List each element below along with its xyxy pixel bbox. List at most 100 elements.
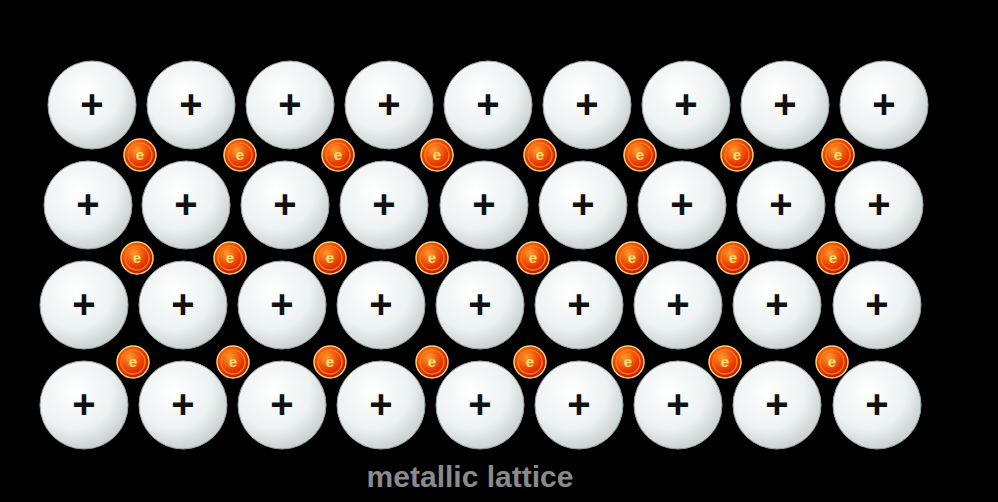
charge-sign: + <box>273 184 296 224</box>
metal-ion: + <box>637 160 727 250</box>
charge-sign: + <box>72 284 95 324</box>
metal-ion: + <box>534 260 624 350</box>
metal-ion: + <box>832 360 922 450</box>
free-electron: e <box>821 138 855 172</box>
electron-label: e <box>428 354 436 369</box>
metal-ion: + <box>146 60 236 150</box>
metal-ion: + <box>435 260 525 350</box>
charge-sign: + <box>567 384 590 424</box>
charge-sign: + <box>867 184 890 224</box>
charge-sign: + <box>666 284 689 324</box>
metal-ion: + <box>138 360 228 450</box>
metal-ion: + <box>336 260 426 350</box>
electron-label: e <box>433 147 441 162</box>
electron-label: e <box>236 147 244 162</box>
metal-ion: + <box>443 60 533 150</box>
electron-label: e <box>526 354 534 369</box>
charge-sign: + <box>174 184 197 224</box>
charge-sign: + <box>666 384 689 424</box>
electron-label: e <box>624 354 632 369</box>
electron-label: e <box>129 354 137 369</box>
charge-sign: + <box>171 284 194 324</box>
metal-ion: + <box>736 160 826 250</box>
free-electron: e <box>815 345 849 379</box>
metal-ion: + <box>834 160 924 250</box>
electron-label: e <box>733 147 741 162</box>
charge-sign: + <box>472 184 495 224</box>
free-electron: e <box>611 345 645 379</box>
electron-label: e <box>334 147 342 162</box>
free-electron: e <box>223 138 257 172</box>
free-electron: e <box>720 138 754 172</box>
free-electron: e <box>420 138 454 172</box>
charge-sign: + <box>674 84 697 124</box>
electron-label: e <box>729 250 737 265</box>
charge-sign: + <box>575 84 598 124</box>
electron-label: e <box>536 147 544 162</box>
free-electron: e <box>716 241 750 275</box>
metal-ion: + <box>245 60 335 150</box>
electron-label: e <box>428 250 436 265</box>
metal-ion: + <box>839 60 929 150</box>
free-electron: e <box>116 345 150 379</box>
electron-label: e <box>326 354 334 369</box>
charge-sign: + <box>179 84 202 124</box>
electron-label: e <box>721 354 729 369</box>
charge-sign: + <box>865 284 888 324</box>
metal-ion: + <box>43 160 133 250</box>
electron-label: e <box>229 354 237 369</box>
charge-sign: + <box>80 84 103 124</box>
electron-label: e <box>636 147 644 162</box>
charge-sign: + <box>765 284 788 324</box>
charge-sign: + <box>670 184 693 224</box>
charge-sign: + <box>872 84 895 124</box>
metal-ion: + <box>832 260 922 350</box>
charge-sign: + <box>270 384 293 424</box>
metal-ion: + <box>47 60 137 150</box>
metal-ion: + <box>732 260 822 350</box>
free-electron: e <box>120 241 154 275</box>
electron-label: e <box>828 354 836 369</box>
free-electron: e <box>216 345 250 379</box>
free-electron: e <box>415 345 449 379</box>
electron-label: e <box>834 147 842 162</box>
metal-ion: + <box>138 260 228 350</box>
metal-ion: + <box>740 60 830 150</box>
charge-sign: + <box>369 384 392 424</box>
charge-sign: + <box>769 184 792 224</box>
charge-sign: + <box>567 284 590 324</box>
charge-sign: + <box>76 184 99 224</box>
charge-sign: + <box>773 84 796 124</box>
metal-ion: + <box>237 360 327 450</box>
metal-ion: + <box>336 360 426 450</box>
electron-label: e <box>226 250 234 265</box>
free-electron: e <box>313 241 347 275</box>
metal-ion: + <box>237 260 327 350</box>
metal-ion: + <box>339 160 429 250</box>
charge-sign: + <box>377 84 400 124</box>
electron-label: e <box>829 250 837 265</box>
electron-label: e <box>136 147 144 162</box>
metal-ion: + <box>641 60 731 150</box>
metal-ion: + <box>633 360 723 450</box>
free-electron: e <box>623 138 657 172</box>
caption: metallic lattice <box>320 462 620 492</box>
charge-sign: + <box>571 184 594 224</box>
metal-ion: + <box>538 160 628 250</box>
charge-sign: + <box>72 384 95 424</box>
charge-sign: + <box>865 384 888 424</box>
free-electron: e <box>708 345 742 379</box>
electron-label: e <box>628 250 636 265</box>
free-electron: e <box>615 241 649 275</box>
free-electron: e <box>516 241 550 275</box>
free-electron: e <box>313 345 347 379</box>
charge-sign: + <box>278 84 301 124</box>
charge-sign: + <box>171 384 194 424</box>
metal-ion: + <box>439 160 529 250</box>
electron-label: e <box>326 250 334 265</box>
metal-ion: + <box>542 60 632 150</box>
metal-ion: + <box>39 260 129 350</box>
charge-sign: + <box>468 384 491 424</box>
free-electron: e <box>213 241 247 275</box>
